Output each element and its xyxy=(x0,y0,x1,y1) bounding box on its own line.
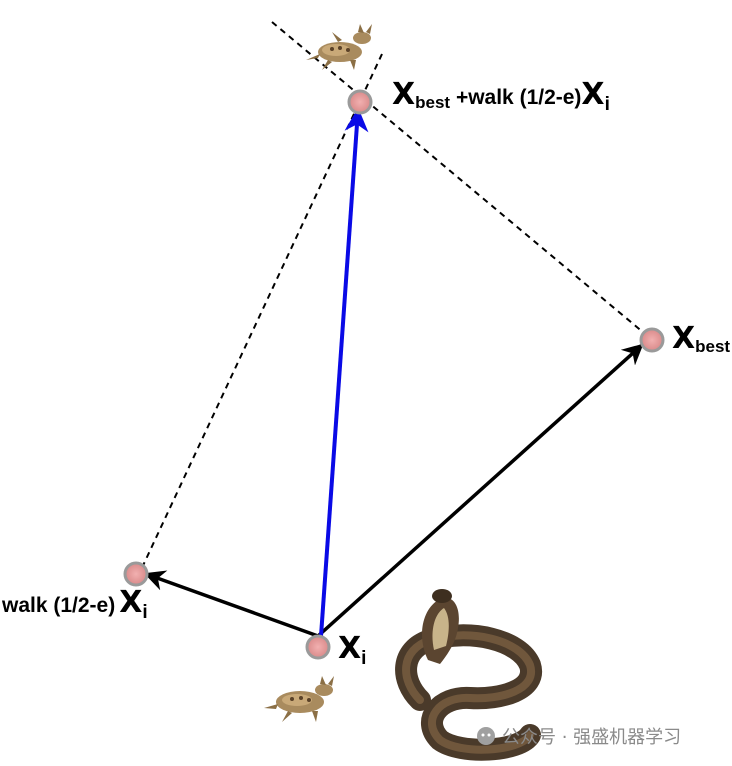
point-best xyxy=(639,327,665,353)
watermark-text: 公众号 · 强盛机器学习 xyxy=(502,727,681,748)
label-walk: walk (1/2-e)Xi xyxy=(1,585,148,623)
label-best: Xbest xyxy=(672,321,730,356)
horned-lizard-icon xyxy=(264,676,334,722)
vector-to-walk xyxy=(144,570,319,638)
vector-to-target xyxy=(319,107,369,637)
vector-to-best xyxy=(316,343,644,638)
cobra-icon xyxy=(395,589,542,761)
label-current: Xi xyxy=(338,631,366,669)
label-target: Xbest +walk (1/2-e)Xi xyxy=(392,77,610,115)
dashed-line-left xyxy=(139,53,383,573)
dashed-line-top xyxy=(271,21,651,339)
point-current xyxy=(305,634,331,660)
point-walk xyxy=(123,561,149,587)
wechat-icon xyxy=(477,727,495,745)
horned-lizard-icon xyxy=(306,24,372,70)
point-target xyxy=(347,89,373,115)
